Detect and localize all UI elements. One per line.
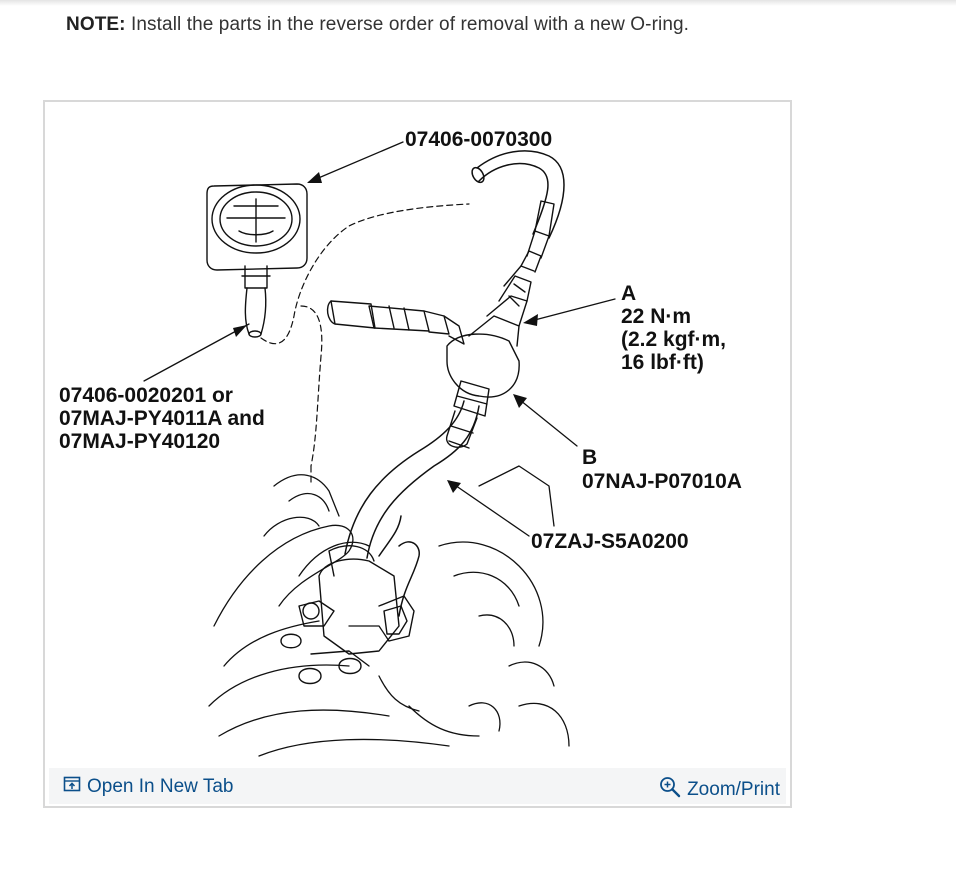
zoom-in-icon [659,776,681,804]
leader-lines [143,141,616,537]
callout-a-torque-3: 16 lbf·ft) [621,351,704,374]
engine-background [208,465,570,757]
open-in-new-tab-link[interactable]: Open In New Tab [63,776,233,798]
callout-a-torque-2: (2.2 kgf·m, [621,328,727,351]
open-in-new-tab-icon [63,776,81,798]
arrow-heads [233,172,538,493]
hose-07ZAJ [344,400,480,617]
callout-left-tool-1: 07406-0020201 or [59,384,233,407]
zoom-print-link[interactable]: Zoom/Print [659,776,780,804]
callout-a-torque-1: 22 N·m [621,305,692,328]
callout-left-tool-3: 07MAJ-PY40120 [59,430,221,453]
figure-frame: 07406-0070300 A 22 N·m (2.2 kgf·m, 16 lb… [43,100,792,808]
open-in-new-tab-label: Open In New Tab [87,776,234,797]
callout-top-tool: 07406-0070300 [405,128,553,151]
callout-hose-part: 07ZAJ-S5A0200 [531,530,689,553]
figure-toolbar: Open In New Tab Zoom/Print [49,768,786,804]
dashed-hose [260,203,470,487]
callout-b-part: 07NAJ-P07010A [582,470,742,493]
zoom-print-label: Zoom/Print [687,779,780,800]
note-label: NOTE: [66,14,126,35]
gauge-return-hose [471,150,565,239]
note-text: Install the parts in the reverse order o… [131,14,690,35]
fuel-pressure-gauge-illustration [143,141,616,757]
diagram: 07406-0070300 A 22 N·m (2.2 kgf·m, 16 lb… [49,106,786,768]
callout-a-label: A [621,282,637,305]
callout-b-label: B [582,446,598,469]
install-note: NOTE: Install the parts in the reverse o… [66,14,689,36]
lower-fitting [445,410,478,449]
regulator-body [280,545,415,685]
top-shadow [0,0,956,6]
t-fitting [326,200,555,417]
callout-left-tool-2: 07MAJ-PY4011A and [59,407,265,430]
pressure-gauge-drawing [206,183,308,338]
